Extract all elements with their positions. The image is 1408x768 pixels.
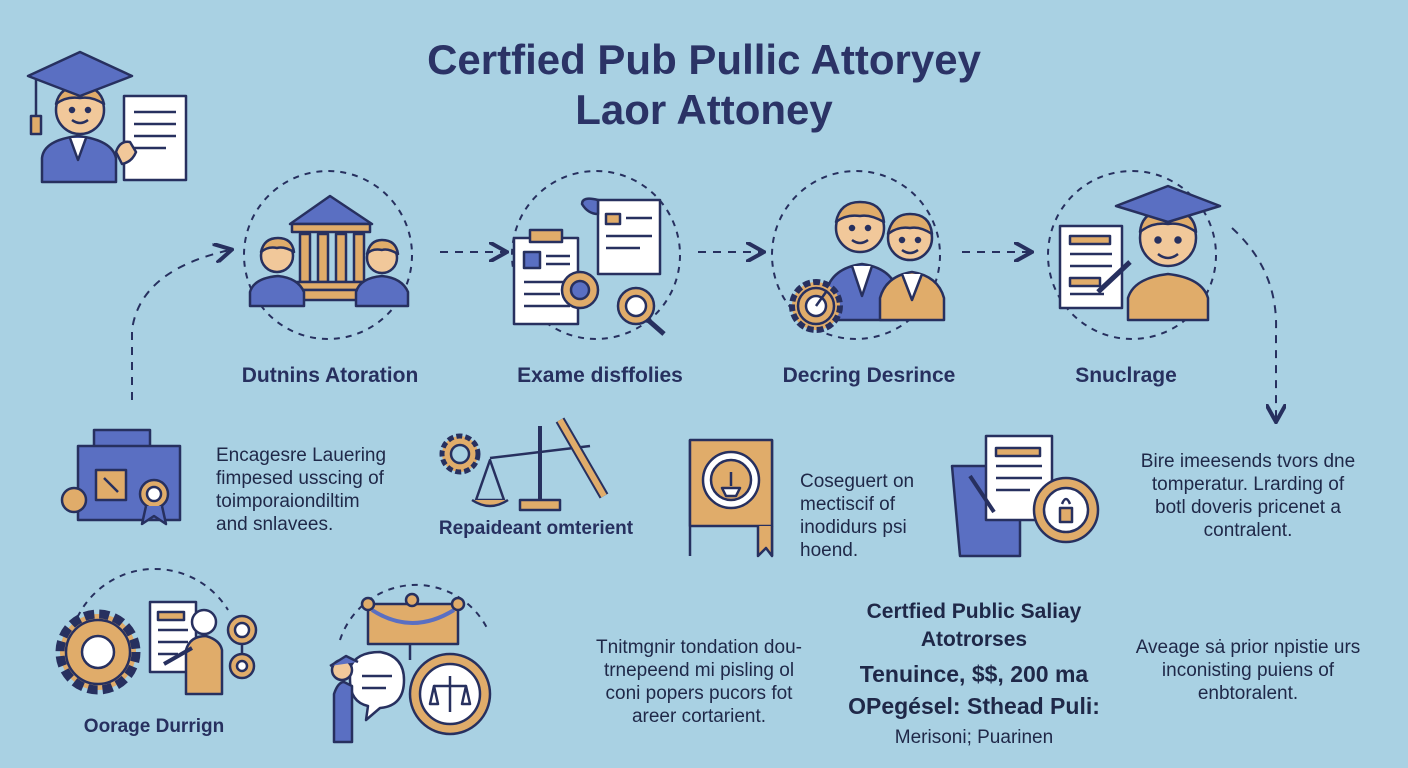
text-line: Aveage sȧ prior npistie urs <box>1135 637 1361 658</box>
row2-block3: Coseguert on mectiscif of inodidurs psi … <box>800 470 950 562</box>
text-line: areer cortarient. <box>631 706 767 727</box>
salary-line5: Merisoni; Puarinen <box>894 727 1054 748</box>
step-label-3: Decring Desrince <box>782 364 956 387</box>
text-line: botl doveris pricenet a <box>1155 497 1341 518</box>
row3-label-left: Oorage Durrign <box>83 716 225 737</box>
text-line: and snlavees. <box>216 514 334 535</box>
text-line: hoend. <box>800 540 859 561</box>
text-line: fimpesed usscing of <box>216 468 384 489</box>
row2-block4: Bire imeesends tvors dne tomperatur. Lra… <box>1112 450 1384 542</box>
text-line: Bire imeesends tvors dne <box>1140 451 1356 472</box>
text-line: toimporaiondiltim <box>216 491 360 512</box>
text-line: inconisting puiens of <box>1161 660 1335 681</box>
text-line: tomperatur. Lrarding of <box>1151 474 1345 495</box>
salary-block: Certfied Public Saliay Atotrorses Tenuin… <box>836 598 1112 752</box>
text-line: coni popers pucors fot <box>605 683 793 704</box>
text-line: inodidurs psi <box>800 517 907 538</box>
page-title: Certfied Pub Pullic Attoryey <box>427 36 981 83</box>
row2-block1: Encagesre Lauering fimpesed usscing of t… <box>216 444 416 536</box>
text-line: trnepeend mi pisling ol <box>603 660 795 681</box>
salary-line4: OPegésel: Sthead Puli: <box>848 693 1100 719</box>
text-line: Tnitmgnir tondation dou- <box>596 637 802 658</box>
step-label-4: Snuclrage <box>1075 364 1177 387</box>
text-line: enbtoralent. <box>1197 683 1299 704</box>
row2-block2-label: Repaideant omterient <box>438 518 634 539</box>
text-line: contralent. <box>1203 520 1293 541</box>
text-line: mectiscif of <box>800 494 896 515</box>
text-line: Encagesre Lauering <box>216 445 387 466</box>
step-label-2: Exame disffolies <box>517 364 683 387</box>
salary-line2: Atotrorses <box>920 628 1028 651</box>
row3-block-right: Aveage sȧ prior npistie urs inconisting … <box>1118 636 1378 705</box>
salary-line1: Certfied Public Saliay <box>866 600 1082 623</box>
salary-line3: Tenuince, $$, 200 ma <box>859 661 1089 687</box>
step-label-1: Dutnins Atoration <box>241 364 419 387</box>
page-subtitle: Laor Attoney <box>575 86 833 133</box>
text-line: Coseguert on <box>800 471 915 492</box>
row3-block-mid: Tnitmgnir tondation dou- trnepeend mi pi… <box>568 636 830 728</box>
